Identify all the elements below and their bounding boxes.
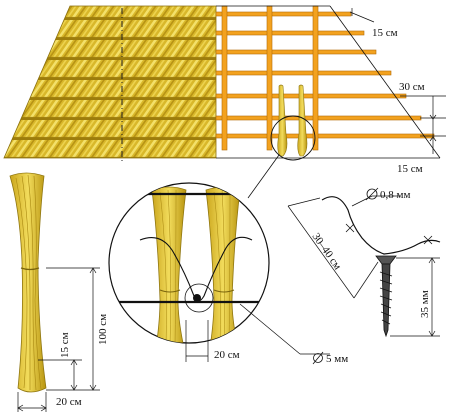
dim-rod-diameter: 5 мм [239, 303, 348, 365]
batten-grid [215, 5, 441, 159]
bundles-on-battens [247, 84, 316, 199]
attachment-detail [108, 182, 270, 344]
batten [215, 70, 392, 76]
tie-wire [321, 196, 441, 255]
label-tie-height: 15 см [59, 332, 71, 358]
label-bundle-width: 20 см [56, 396, 82, 408]
detail-marker-circle [270, 115, 316, 161]
dim-batten-spacing-top: 15 см [349, 8, 398, 39]
roof-edge-line [329, 5, 441, 159]
detail-wire-knot [193, 294, 201, 302]
dim-wire-diameter: 0,8 мм [351, 187, 410, 207]
rafter [221, 5, 228, 151]
batten [215, 93, 407, 99]
thatched-roof-section [3, 5, 217, 163]
thatch-layer [3, 5, 217, 159]
dim-bundle-length: 100 см [46, 267, 109, 391]
detail-leader-line [247, 154, 280, 199]
label-wire-length: 30–40 см [310, 231, 344, 272]
batten [215, 49, 377, 55]
dim-tie-height: 15 см [38, 332, 82, 391]
dim-screw-length: 35 мм [390, 257, 440, 337]
bundle-body [9, 172, 47, 393]
dim-batten-spacing-bottom: 15 см [397, 135, 446, 175]
screw [375, 255, 397, 338]
label-batten-spacing-bottom: 15 см [397, 163, 423, 175]
rafter [266, 5, 273, 151]
straw-bundle [9, 172, 47, 393]
rafter [312, 5, 319, 151]
dim-rafter-spacing: 30 см [399, 81, 446, 138]
bundle-tie [20, 267, 40, 271]
batten [215, 115, 422, 121]
label-batten-spacing-top: 15 см [372, 27, 398, 39]
label-rod-diameter: 5 мм [326, 353, 348, 365]
batten [215, 11, 352, 17]
detail-bundle-left [151, 186, 187, 343]
dim-bundle-width: 20 см [17, 392, 82, 412]
detail-circle [108, 182, 270, 344]
label-wire-diameter: 0,8 мм [380, 189, 410, 201]
label-detail-width: 20 см [214, 349, 240, 361]
dim-detail-width: 20 см [185, 320, 240, 362]
detail-zoom-marker [184, 283, 214, 313]
label-rafter-spacing: 30 см [399, 81, 425, 93]
label-screw-length: 35 мм [419, 290, 431, 318]
batten [215, 133, 435, 139]
wire-screw-detail [321, 196, 441, 338]
dim-wire-length: 30–40 см [287, 197, 379, 299]
batten [215, 30, 365, 36]
label-bundle-length: 100 см [97, 314, 109, 345]
